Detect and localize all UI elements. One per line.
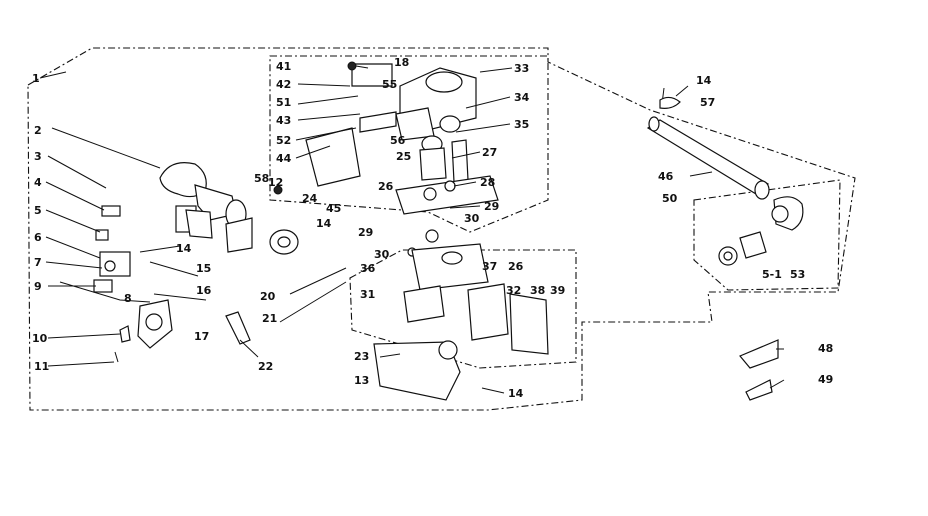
callout-51: 51	[276, 96, 291, 109]
callout-32: 32	[506, 284, 521, 297]
callout-31: 31	[360, 288, 375, 301]
callout-53: 53	[790, 268, 805, 281]
callout-55: 55	[382, 78, 397, 91]
callout-37: 37	[482, 260, 497, 273]
callout-13: 13	[354, 374, 369, 387]
callout-39: 39	[550, 284, 565, 297]
callout-44: 44	[276, 152, 292, 165]
callout-16: 16	[196, 284, 212, 297]
callout-43: 43	[276, 114, 291, 127]
lower-valve-group	[373, 229, 549, 401]
callout-29-left: 29	[358, 226, 373, 239]
callout-38: 38	[530, 284, 545, 297]
callout-17: 17	[194, 330, 209, 343]
callout-58: 58	[254, 172, 269, 185]
callout-18: 18	[394, 56, 409, 69]
left-component-group	[59, 162, 299, 363]
callout-11: 11	[34, 360, 49, 373]
callout-14-bottom: 14	[508, 387, 524, 400]
leader-lines	[39, 65, 785, 394]
assembly-boundary	[27, 47, 856, 411]
callout-20: 20	[260, 290, 276, 303]
callout-30-left: 30	[374, 248, 390, 261]
callout-29-right: 29	[484, 200, 499, 213]
callout-21: 21	[262, 312, 277, 325]
callout-4: 4	[34, 176, 42, 189]
callout-36: 36	[360, 262, 376, 275]
callout-14-top: 14	[696, 74, 712, 87]
callout-35: 35	[514, 118, 529, 131]
callout-25: 25	[396, 150, 411, 163]
upper-valve-group	[305, 61, 499, 215]
callout-22: 22	[258, 360, 273, 373]
callout-45: 45	[326, 202, 341, 215]
callout-14-left: 14	[176, 242, 192, 255]
callout-labels: 1 2 3 4 5 6 7 8 9 10 11 12 13 14 14 14 1…	[32, 56, 833, 400]
right-tube-group	[646, 87, 804, 401]
callout-12: 12	[268, 176, 283, 189]
callout-6: 6	[34, 231, 42, 244]
callout-33: 33	[514, 62, 529, 75]
callout-30-right: 30	[464, 212, 480, 225]
callout-26-lower: 26	[508, 260, 524, 273]
callout-42: 42	[276, 78, 291, 91]
callout-56: 56	[390, 134, 406, 147]
callout-2: 2	[34, 124, 42, 137]
callout-57: 57	[700, 96, 715, 109]
callout-28: 28	[480, 176, 495, 189]
callout-10: 10	[32, 332, 48, 345]
callout-41: 41	[276, 60, 291, 73]
callout-7: 7	[34, 256, 42, 269]
callout-1: 1	[32, 72, 40, 85]
callout-46: 46	[658, 170, 674, 183]
callout-48: 48	[818, 342, 833, 355]
callout-26-upper: 26	[378, 180, 394, 193]
callout-50: 50	[662, 192, 678, 205]
callout-34: 34	[514, 91, 530, 104]
callout-49: 49	[818, 373, 833, 386]
callout-14-mid: 14	[316, 217, 332, 230]
callout-3: 3	[34, 150, 42, 163]
callout-23: 23	[354, 350, 369, 363]
callout-5-1: 5-1	[762, 268, 782, 281]
callout-27: 27	[482, 146, 497, 159]
callout-5: 5	[34, 204, 42, 217]
callout-8: 8	[124, 292, 132, 305]
callout-9: 9	[34, 280, 42, 293]
callout-15: 15	[196, 262, 211, 275]
callout-52: 52	[276, 134, 291, 147]
callout-24: 24	[302, 192, 318, 205]
